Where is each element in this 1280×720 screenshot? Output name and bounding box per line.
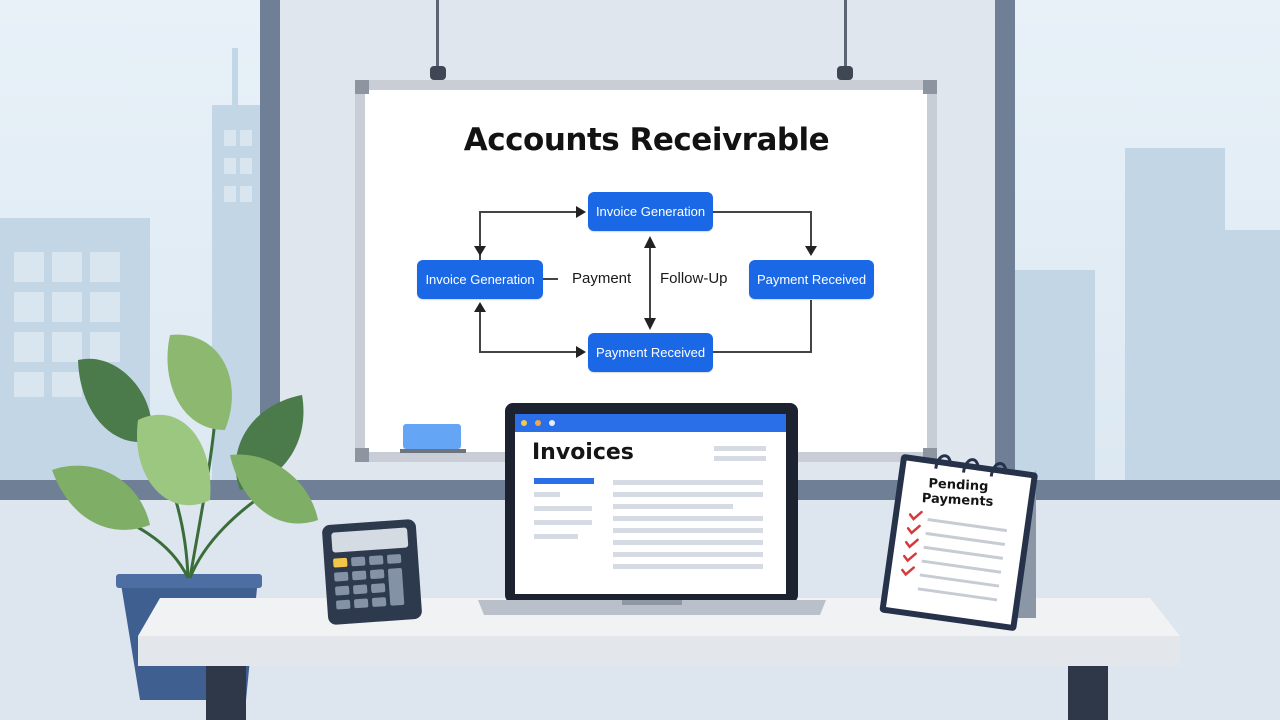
laptop: [478, 403, 826, 615]
flow-arrows: [479, 211, 812, 353]
notepad-title: Pending Payments: [902, 475, 1013, 511]
label-follow-up: Follow-Up: [660, 270, 728, 287]
node-payment-received-bottom: Payment Received: [588, 333, 713, 372]
pending-payments-notepad: [879, 454, 1038, 631]
city-buildings-right: [1015, 148, 1280, 480]
whiteboard-hangers: [430, 0, 853, 80]
node-invoice-generation-left: Invoice Generation: [417, 260, 543, 299]
calculator: [322, 519, 422, 625]
laptop-screen-title: Invoices: [532, 440, 634, 465]
whiteboard-title: Accounts Receivrable: [463, 122, 830, 158]
label-payment: Payment: [572, 270, 632, 287]
node-invoice-generation-top: Invoice Generation: [588, 192, 713, 231]
node-payment-received-right: Payment Received: [749, 260, 874, 299]
